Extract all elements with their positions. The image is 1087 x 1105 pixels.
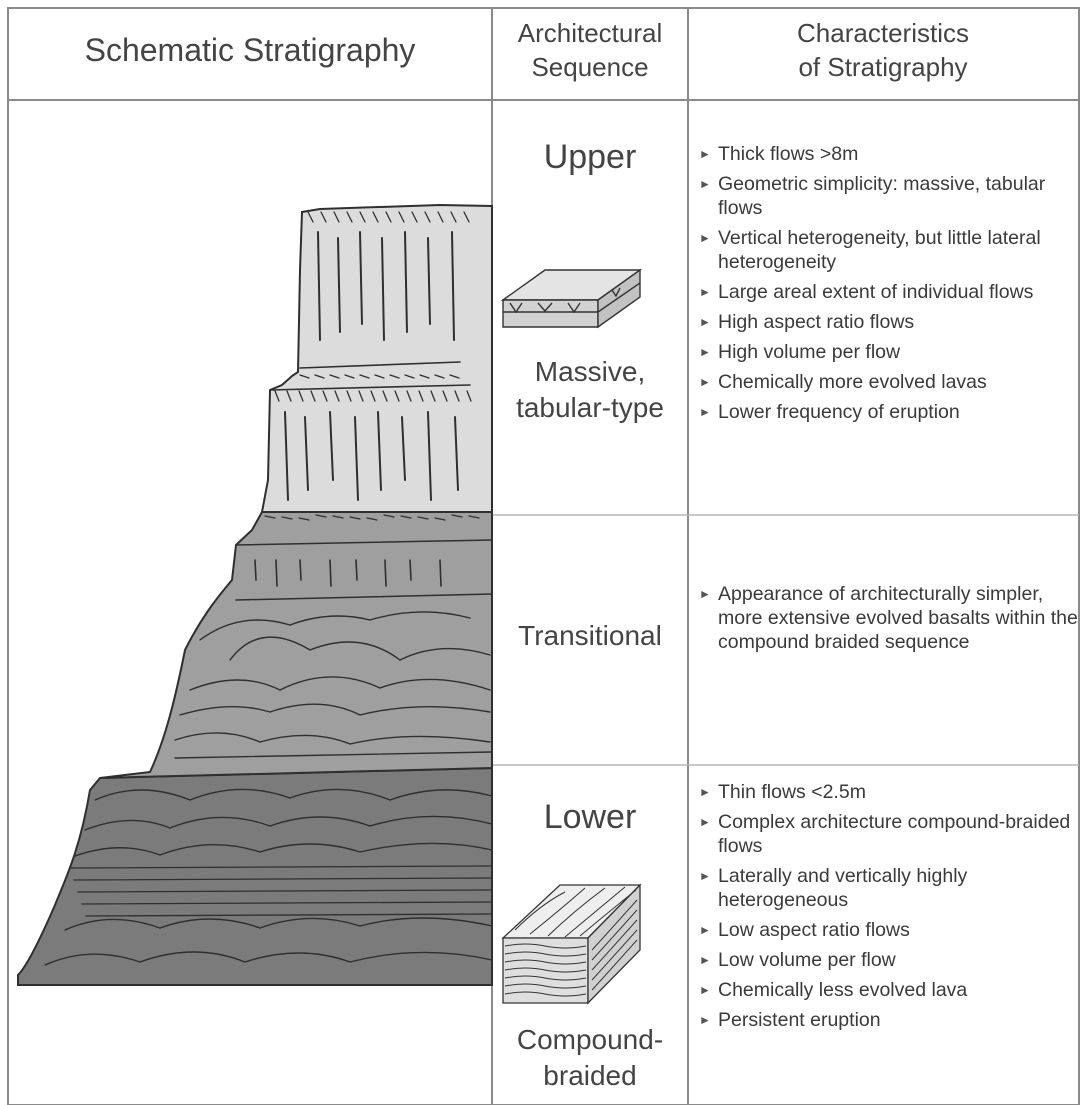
transitional-label: Transitional (518, 620, 662, 651)
characteristic-item: ► Appearance of architecturally simpler, … (697, 582, 1079, 654)
upper-type-label: Massive, tabular-type (492, 354, 688, 426)
characteristic-item: ► Low volume per flow (697, 948, 1079, 972)
header-architectural-line1: Architectural (517, 18, 663, 48)
bullet-arrow-icon: ► (699, 953, 711, 967)
characteristic-item: ► Geometric simplicity: massive, tabular … (697, 172, 1079, 220)
header-characteristics: Characteristics of Stratigraphy (688, 0, 1078, 100)
lower-characteristics-list: ► Thin flows <2.5m ► Complex architecture c… (697, 780, 1079, 1038)
characteristic-item: ► Vertical heterogeneity, but little late… (697, 226, 1079, 274)
characteristic-text: High aspect ratio flows (718, 311, 915, 333)
characteristic-text: Appearance of architecturally simpler, m… (718, 583, 1078, 653)
characteristic-item: ► Persistent eruption (697, 1008, 1079, 1032)
bullet-arrow-icon: ► (699, 345, 711, 359)
characteristic-item: ► Lower frequency of eruption (697, 400, 1079, 424)
header-characteristics-line1: Characteristics (797, 18, 969, 48)
bullet-arrow-icon: ► (699, 587, 711, 601)
lower-type-label: Compound- braided (492, 1022, 688, 1094)
header-architectural-line2: Sequence (531, 52, 649, 82)
bullet-arrow-icon: ► (699, 923, 711, 937)
characteristic-item: ► Thin flows <2.5m (697, 780, 1079, 804)
upper-type-line1: Massive, (534, 356, 646, 387)
characteristic-item: ► Low aspect ratio flows (697, 918, 1079, 942)
characteristic-text: Geometric simplicity: massive, tabular f… (718, 173, 1046, 219)
lower-unit-cliff (17, 766, 493, 986)
transitional-unit-cliff (99, 511, 493, 779)
characteristic-item: ► Chemically less evolved lava (697, 978, 1079, 1002)
characteristic-item: ► Laterally and vertically highly heterog… (697, 864, 1079, 912)
header-schematic-stratigraphy: Schematic Stratigraphy (8, 0, 492, 100)
upper-type-line2: tabular-type (516, 392, 664, 423)
bullet-arrow-icon: ► (699, 375, 711, 389)
bullet-arrow-icon: ► (699, 405, 711, 419)
upper-characteristics-list: ► Thick flows >8m ► Geometric simplicity: m… (697, 142, 1079, 430)
characteristic-item: ► Thick flows >8m (697, 142, 1079, 166)
braided-block-diagram (501, 883, 642, 1005)
bullet-arrow-icon: ► (699, 177, 711, 191)
bullet-arrow-icon: ► (699, 869, 711, 883)
characteristic-text: Thick flows >8m (718, 143, 859, 165)
characteristic-text: Chemically less evolved lava (718, 979, 968, 1001)
transitional-characteristics-list: ► Appearance of architecturally simpler, … (697, 582, 1079, 660)
lower-label: Lower (543, 798, 637, 836)
characteristic-item: ► Large areal extent of individual flows (697, 280, 1079, 304)
characteristic-item: ► Chemically more evolved lavas (697, 370, 1079, 394)
characteristic-text: Persistent eruption (718, 1009, 881, 1031)
bullet-arrow-icon: ► (699, 1013, 711, 1027)
bullet-arrow-icon: ► (699, 315, 711, 329)
characteristic-text: High volume per flow (718, 341, 901, 363)
bullet-arrow-icon: ► (699, 815, 711, 829)
characteristic-item: ► Complex architecture compound-braided f… (697, 810, 1079, 858)
characteristic-text: Complex architecture compound-braided fl… (718, 811, 1071, 857)
bullet-arrow-icon: ► (699, 983, 711, 997)
bullet-arrow-icon: ► (699, 285, 711, 299)
characteristic-text: Chemically more evolved lavas (718, 371, 987, 393)
header-schematic-text: Schematic Stratigraphy (84, 31, 416, 68)
characteristic-text: Low aspect ratio flows (718, 919, 910, 941)
characteristic-text: Low volume per flow (718, 949, 896, 971)
cliff-texture (44, 211, 493, 966)
characteristic-item: ► High volume per flow (697, 340, 1079, 364)
lower-type-line2: braided (543, 1060, 637, 1091)
header-characteristics-line2: of Stratigraphy (798, 52, 968, 82)
characteristic-text: Thin flows <2.5m (718, 781, 866, 803)
characteristic-text: Lower frequency of eruption (718, 401, 960, 423)
header-architectural-sequence: Architectural Sequence (492, 0, 688, 100)
characteristic-text: Laterally and vertically highly heteroge… (718, 865, 968, 911)
characteristic-item: ► High aspect ratio flows (697, 310, 1079, 334)
bullet-arrow-icon: ► (699, 231, 711, 245)
upper-label: Upper (543, 138, 637, 176)
characteristic-text: Large areal extent of individual flows (718, 281, 1034, 303)
tabular-block-diagram (500, 268, 643, 329)
bullet-arrow-icon: ► (699, 147, 711, 161)
bullet-arrow-icon: ► (699, 785, 711, 799)
characteristic-text: Vertical heterogeneity, but little later… (718, 227, 1041, 273)
lower-type-line1: Compound- (516, 1024, 664, 1055)
